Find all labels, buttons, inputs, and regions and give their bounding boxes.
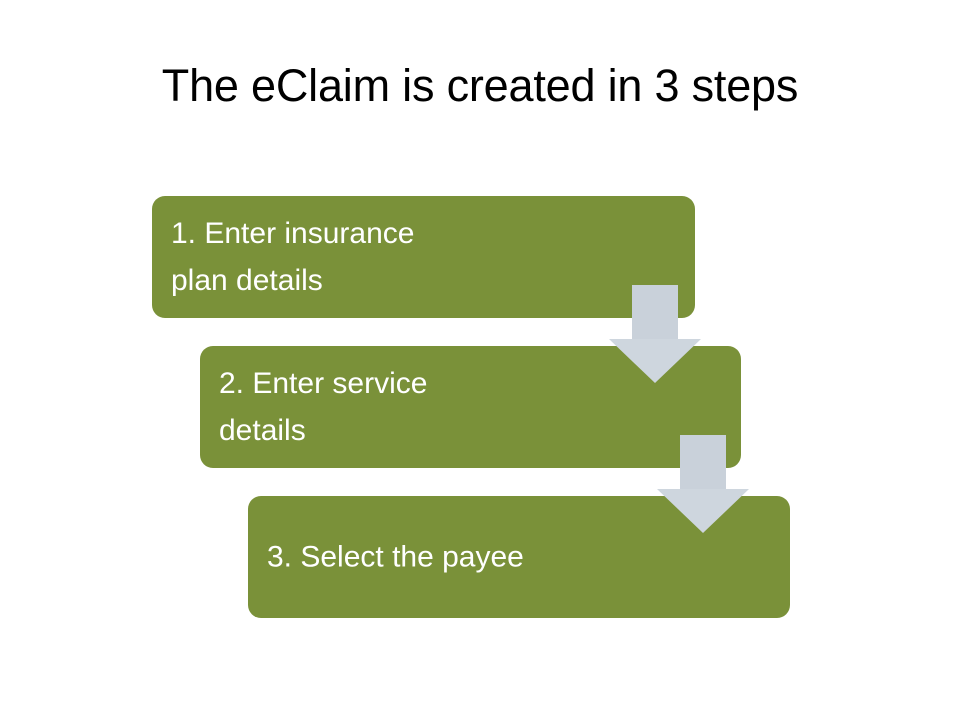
arrow-head: [609, 339, 701, 383]
arrow-shaft: [632, 285, 678, 339]
step-label-1: 1. Enter insurance plan details: [171, 217, 415, 297]
page-title: The eClaim is created in 3 steps: [161, 60, 799, 111]
down-arrow-icon-2: [657, 435, 749, 533]
step-box-1[interactable]: 1. Enter insurance plan details: [152, 196, 695, 318]
step-box-3[interactable]: 3. Select the payee: [248, 496, 790, 618]
arrow-shaft: [680, 435, 726, 489]
step-label-3: 3. Select the payee: [267, 540, 524, 574]
down-arrow-icon-1: [609, 285, 701, 383]
step-label-2: 2. Enter service details: [219, 367, 428, 447]
arrow-head: [657, 489, 749, 533]
